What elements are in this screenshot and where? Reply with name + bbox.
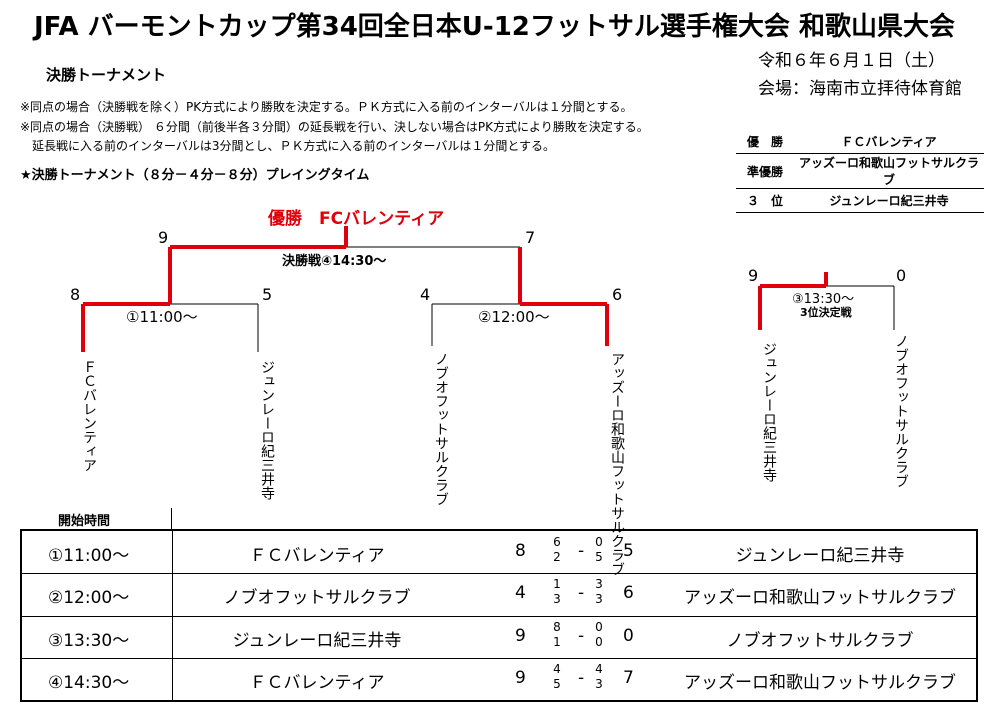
away-team: ノブオフットサルクラブ xyxy=(726,631,914,651)
third-match-time: ③13:30～ xyxy=(792,292,855,307)
rule-note-2: ※同点の場合（決勝戦） ６分間（前後半各３分間）の延長戦を行い、決しない場合はP… xyxy=(20,120,649,134)
home-score: 9 xyxy=(515,668,526,688)
home-team: ＦＣバレンティア xyxy=(249,546,385,566)
bracket-team-junlero-3rd: ジュンレーロ紀三井寺 xyxy=(761,342,777,482)
schedule-header-divider xyxy=(171,508,172,530)
final-score-left: 9 xyxy=(158,228,169,247)
semi1-match-label: ①11:00～ xyxy=(126,308,198,326)
row-divider xyxy=(22,573,976,574)
standings-rank: 準優勝 xyxy=(736,153,794,189)
bracket-team-junlero: ジュンレーロ紀三井寺 xyxy=(259,360,275,500)
away-first-half: 0 xyxy=(595,620,603,634)
page-title: JFA バーモントカップ第34回全日本U-12フットサル選手権大会 和歌山県大会 xyxy=(34,12,955,42)
home-first-half: 6 xyxy=(553,535,561,549)
away-team: アッズーロ和歌山フットサルクラブ xyxy=(684,588,956,608)
event-venue: 会場：海南市立拝待体育館 xyxy=(758,79,962,99)
row-divider xyxy=(22,658,976,659)
champion-label: 優勝 FCバレンティア xyxy=(268,209,445,229)
bracket-team-fc-valentia: ＦＣバレンティア xyxy=(81,360,97,472)
third-score-right: 0 xyxy=(896,266,907,285)
home-score: 8 xyxy=(515,541,526,561)
home-team: ノブオフットサルクラブ xyxy=(223,588,411,608)
away-second-half: 3 xyxy=(595,677,603,691)
standings-team: ＦＣバレンティア xyxy=(794,130,984,154)
away-score: 0 xyxy=(623,626,634,646)
event-date: 令和６年６月１日（土） xyxy=(758,51,945,71)
away-first-half: 4 xyxy=(595,662,603,676)
home-first-half: 4 xyxy=(553,662,561,676)
away-score: 7 xyxy=(623,668,634,688)
standings-row: 準優勝 アッズーロ和歌山フットサルクラブ xyxy=(736,153,984,189)
away-second-half: 0 xyxy=(595,635,603,649)
away-score: 6 xyxy=(623,583,634,603)
schedule-header: 開始時間 xyxy=(58,514,111,529)
standings-row: ３ 位 ジュンレーロ紀三井寺 xyxy=(736,188,984,213)
semi2-score-left: 4 xyxy=(420,285,431,304)
away-second-half: 3 xyxy=(595,592,603,606)
semi2-match-label: ②12:00～ xyxy=(478,308,550,326)
home-team: ジュンレーロ紀三井寺 xyxy=(232,631,402,651)
match-time: ③13:30～ xyxy=(48,631,130,651)
bracket-team-azzurro: アッズーロ和歌山フットサルクラブ xyxy=(609,352,625,576)
final-score-right: 7 xyxy=(525,228,536,247)
match-time: ④14:30～ xyxy=(48,673,130,693)
schedule-column-divider xyxy=(172,531,173,700)
rule-note-3: 延長戦に入る前のインターバルは3分間とし、ＰＫ方式に入る前のインターバルは１分間… xyxy=(32,139,556,153)
match-time: ①11:00～ xyxy=(48,546,130,566)
away-score: 5 xyxy=(623,541,634,561)
schedule-table xyxy=(20,529,978,702)
playing-time-note: ★決勝トーナメント（８分－４分－８分）プレイングタイム xyxy=(20,168,370,183)
home-first-half: 1 xyxy=(553,577,561,591)
standings-team: ジュンレーロ紀三井寺 xyxy=(794,188,984,213)
home-second-half: 3 xyxy=(553,592,561,606)
bracket-team-nobuo: ノブオフットサルクラブ xyxy=(433,352,449,506)
score-dash: - xyxy=(578,541,585,561)
standings-rank: 優 勝 xyxy=(736,130,794,154)
score-dash: - xyxy=(578,626,585,646)
final-standings-table: 優 勝 ＦＣバレンティア 準優勝 アッズーロ和歌山フットサルクラブ ３ 位 ジュ… xyxy=(736,130,984,213)
home-score: 4 xyxy=(515,583,526,603)
third-score-left: 9 xyxy=(748,266,759,285)
away-first-half: 0 xyxy=(595,535,603,549)
bracket-team-nobuo-3rd: ノブオフットサルクラブ xyxy=(893,334,909,488)
final-match-label: 決勝戦④14:30～ xyxy=(282,254,387,269)
home-first-half: 8 xyxy=(553,620,561,634)
away-second-half: 5 xyxy=(595,550,603,564)
away-team: アッズーロ和歌山フットサルクラブ xyxy=(684,673,956,693)
home-team: ＦＣバレンティア xyxy=(249,673,385,693)
home-second-half: 2 xyxy=(553,550,561,564)
third-match-title: 3位決定戦 xyxy=(800,306,852,319)
rule-note-1: ※同点の場合（決勝戦を除く）PK方式により勝敗を決定する。ＰＫ方式に入る前のイン… xyxy=(20,100,633,114)
semi1-score-left: 8 xyxy=(70,285,81,304)
standings-team: アッズーロ和歌山フットサルクラブ xyxy=(794,153,984,189)
semi1-score-right: 5 xyxy=(262,285,273,304)
away-first-half: 3 xyxy=(595,577,603,591)
standings-row: 優 勝 ＦＣバレンティア xyxy=(736,130,984,154)
row-divider xyxy=(22,616,976,617)
semi2-score-right: 6 xyxy=(612,285,623,304)
score-dash: - xyxy=(578,583,585,603)
standings-rank: ３ 位 xyxy=(736,188,794,213)
home-second-half: 1 xyxy=(553,635,561,649)
score-dash: - xyxy=(578,668,585,688)
home-second-half: 5 xyxy=(553,677,561,691)
section-subtitle: 決勝トーナメント xyxy=(46,66,167,84)
home-score: 9 xyxy=(515,626,526,646)
match-time: ②12:00～ xyxy=(48,588,130,608)
away-team: ジュンレーロ紀三井寺 xyxy=(735,546,905,566)
